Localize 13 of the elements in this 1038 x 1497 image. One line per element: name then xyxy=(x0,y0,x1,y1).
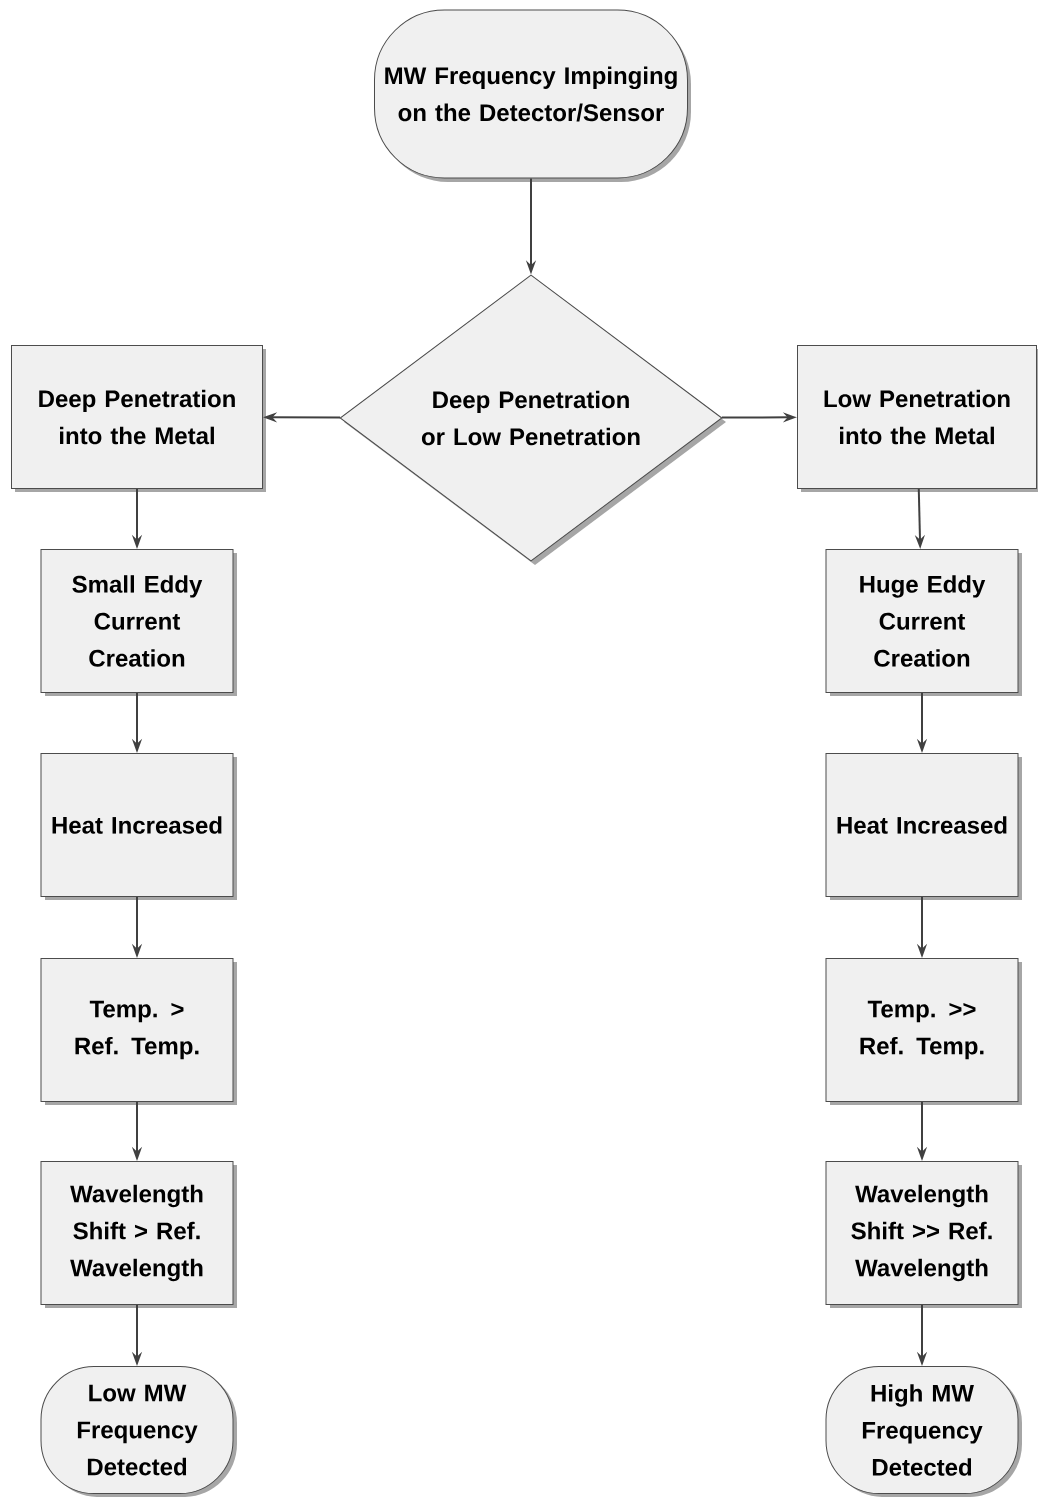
process-box: Low Penetration into the Metal xyxy=(797,345,1038,492)
terminator-box: High MW Frequency Detected xyxy=(825,1366,1022,1497)
process-box: Small Eddy Current Creation xyxy=(40,549,237,696)
process-box: Temp. > Ref. Temp. xyxy=(40,958,237,1105)
process-box: Huge Eddy Current Creation xyxy=(825,549,1022,696)
process-box: Heat Increased xyxy=(825,753,1022,900)
terminator-box: MW Frequency Impinging on the Detector/Sensor xyxy=(374,9,691,182)
process-box: Temp. >> Ref. Temp. xyxy=(825,958,1022,1105)
terminator-box: Low MW Frequency Detected xyxy=(40,1366,237,1497)
process-box: Wavelength Shift >> Ref. Wavelength xyxy=(825,1161,1022,1308)
process-box: Deep Penetration into the Metal xyxy=(11,345,266,492)
process-box: Heat Increased xyxy=(40,753,237,900)
process-box: Wavelength Shift > Ref. Wavelength xyxy=(40,1161,237,1308)
